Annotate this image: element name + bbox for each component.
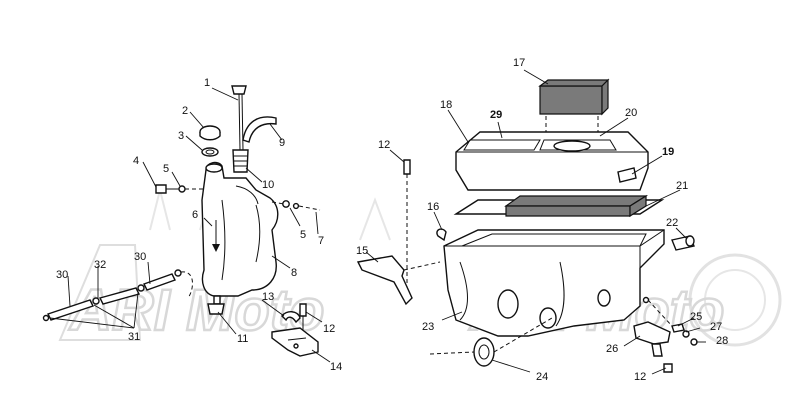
callout-12-airbox: 12 <box>634 371 646 383</box>
callout-32: 32 <box>94 259 106 271</box>
callout-labels: 1 2 3 4 5 5 6 7 8 9 10 11 12 12 12 13 14… <box>56 57 728 383</box>
callout-1: 1 <box>204 77 210 89</box>
callout-20: 20 <box>625 107 637 119</box>
oil-tank-assembly <box>42 85 331 363</box>
callout-21: 21 <box>676 180 688 192</box>
callout-22: 22 <box>666 217 678 229</box>
callout-12-tank: 12 <box>323 323 335 335</box>
callout-28: 28 <box>716 335 728 347</box>
callout-3: 3 <box>178 130 184 142</box>
callout-24: 24 <box>536 371 548 383</box>
callout-23: 23 <box>422 321 434 333</box>
tank-leader-lines <box>49 87 331 363</box>
callout-7: 7 <box>318 235 324 247</box>
callout-9: 9 <box>279 137 285 149</box>
callout-11: 11 <box>237 333 248 345</box>
callout-31: 31 <box>128 331 140 343</box>
callout-12-center: 12 <box>378 139 390 151</box>
callout-29: 29 <box>490 109 502 121</box>
callout-5-left: 5 <box>163 163 169 175</box>
callout-15: 15 <box>356 245 368 257</box>
callout-25: 25 <box>690 311 702 323</box>
callout-14: 14 <box>330 361 342 373</box>
callout-30-right: 30 <box>134 251 146 263</box>
callout-18: 18 <box>440 99 452 111</box>
callout-13: 13 <box>262 291 274 303</box>
callout-10: 10 <box>262 179 274 191</box>
air-box-assembly <box>429 69 706 375</box>
callout-19: 19 <box>662 146 674 158</box>
callout-16: 16 <box>427 201 439 213</box>
callout-4: 4 <box>133 155 139 167</box>
center-bracket <box>356 149 447 306</box>
watermark-logo: ARI Moto ARI Moto <box>58 176 782 347</box>
callout-6: 6 <box>192 209 198 221</box>
airbox-leader-lines <box>441 69 706 375</box>
callout-8: 8 <box>291 267 297 279</box>
callout-2: 2 <box>182 105 188 117</box>
callout-26: 26 <box>606 343 618 355</box>
callout-30-left: 30 <box>56 269 68 281</box>
callout-27: 27 <box>710 321 722 333</box>
callout-5-right: 5 <box>300 229 306 241</box>
callout-17: 17 <box>513 57 525 69</box>
